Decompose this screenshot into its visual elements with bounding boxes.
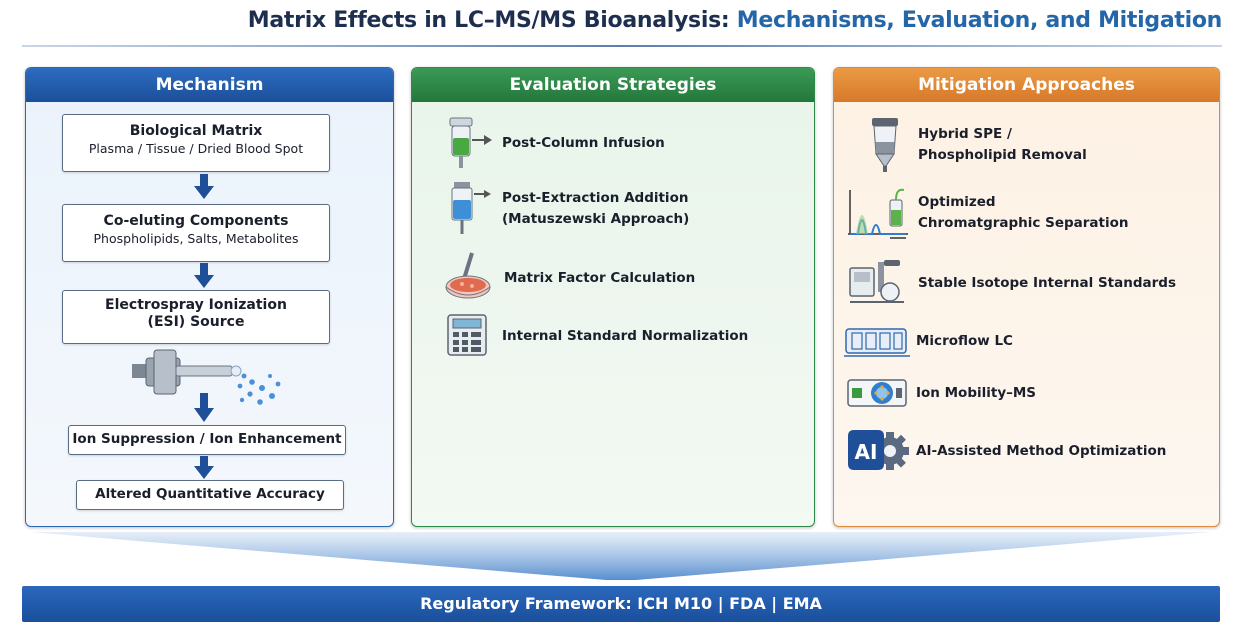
eval-item-internal-standard: Internal Standard Normalization <box>444 313 748 359</box>
mit-item-chromatographic-separation: Optimized Chromatgraphic Separation <box>846 186 1129 240</box>
svg-text:AI: AI <box>855 440 878 464</box>
mit-item-ai-optimization: AI AI-Assisted Method Optimization <box>844 426 1166 476</box>
regulatory-framework-bar: Regulatory Framework: ICH M10 | FDA | EM… <box>22 586 1220 622</box>
step-title: Biological Matrix <box>129 123 263 139</box>
step-biological-matrix: Biological Matrix Plasma / Tissue / Drie… <box>62 114 330 172</box>
mitigation-header: Mitigation Approaches <box>834 68 1219 102</box>
ion-mobility-icon <box>847 379 907 407</box>
mit-item-hybrid-spe: Hybrid SPE / Phospholipid Removal <box>862 116 1087 174</box>
eval-item-label: Post-Extraction Addition <box>502 190 689 206</box>
petri-dish-icon <box>445 252 491 299</box>
eval-item-matrix-factor: Matrix Factor Calculation <box>442 251 695 305</box>
step-detail: (ESI) Source <box>147 314 245 330</box>
page-title: Matrix Effects in LC–MS/MS Bioanalysis: … <box>0 8 1223 33</box>
infusion-syringe-icon <box>449 117 492 168</box>
title-divider <box>22 45 1222 47</box>
step-title: Altered Quantitative Accuracy <box>95 486 325 502</box>
eval-item-post-extraction-addition: Post-Extraction Addition (Matuszewski Ap… <box>444 180 689 238</box>
electrospray-source-icon <box>132 349 281 405</box>
mit-item-stable-isotope: Stable Isotope Internal Standards <box>848 258 1176 308</box>
eval-item-label: Matrix Factor Calculation <box>504 269 696 286</box>
step-co-eluting-components: Co-eluting Components Phospholipids, Sal… <box>62 204 330 262</box>
mit-item-ion-mobility: Ion Mobility–MS <box>846 374 1036 412</box>
arrow-down-icon <box>194 393 214 422</box>
title-main: Matrix Effects in LC–MS/MS Bioanalysis: <box>247 8 730 33</box>
converging-funnel <box>30 532 1212 580</box>
arrow-down-icon <box>194 456 214 479</box>
step-title: Electrospray Ionization <box>105 297 287 313</box>
title-subtitle: Mechanisms, Evaluation, and Mitigation <box>736 8 1223 33</box>
mit-item-label: Hybrid SPE / <box>918 126 1012 142</box>
calculator-icon <box>447 314 487 356</box>
step-electrospray-ionization: Electrospray Ionization (ESI) Source <box>62 290 330 344</box>
evaluation-panel: Evaluation Strategies Post-Column Infusi… <box>411 67 815 527</box>
evaluation-header: Evaluation Strategies <box>412 68 814 102</box>
mit-item-label: Microflow LC <box>916 332 1013 349</box>
spe-cartridge-icon <box>872 118 898 172</box>
step-detail: Plasma / Tissue / Dried Blood Spot <box>88 141 304 156</box>
arrow-down-icon <box>194 174 214 199</box>
mit-item-label: AI-Assisted Method Optimization <box>916 442 1167 459</box>
step-detail: Phospholipids, Salts, Metabolites <box>93 231 299 246</box>
lab-apparatus-icon <box>849 260 904 303</box>
microflow-lc-icon <box>844 328 910 357</box>
step-altered-accuracy: Altered Quantitative Accuracy <box>76 480 344 510</box>
eval-item-post-column-infusion: Post-Column Infusion <box>444 116 665 170</box>
mit-item-label: Optimized <box>918 194 996 210</box>
ai-gear-icon: AI <box>848 430 909 470</box>
mit-item-label: Stable Isotope Internal Standards <box>918 274 1176 291</box>
mit-item-label: Phospholipid Removal <box>918 147 1087 163</box>
step-title: Co-eluting Components <box>103 213 289 229</box>
step-title: Ion Suppression / Ion Enhancement <box>72 431 342 447</box>
mechanism-panel: Mechanism Biological Matrix Plasma / Tis… <box>25 67 394 527</box>
mechanism-header: Mechanism <box>26 68 393 102</box>
mitigation-panel: Mitigation Approaches Hybrid SPE / Phosp… <box>833 67 1220 527</box>
step-ion-suppression: Ion Suppression / Ion Enhancement <box>68 425 346 455</box>
extraction-tube-icon <box>451 182 491 234</box>
eval-item-label: (Matuszewski Approach) <box>502 211 690 227</box>
mit-item-label: Ion Mobility–MS <box>916 384 1037 401</box>
eval-item-label: Internal Standard Normalization <box>502 327 749 344</box>
arrow-down-icon <box>194 263 214 288</box>
mit-item-microflow-lc: Microflow LC <box>844 323 1013 359</box>
mit-item-label: Chromatgraphic Separation <box>918 215 1129 231</box>
eval-item-label: Post-Column Infusion <box>502 134 665 151</box>
chromatogram-icon <box>848 188 908 239</box>
